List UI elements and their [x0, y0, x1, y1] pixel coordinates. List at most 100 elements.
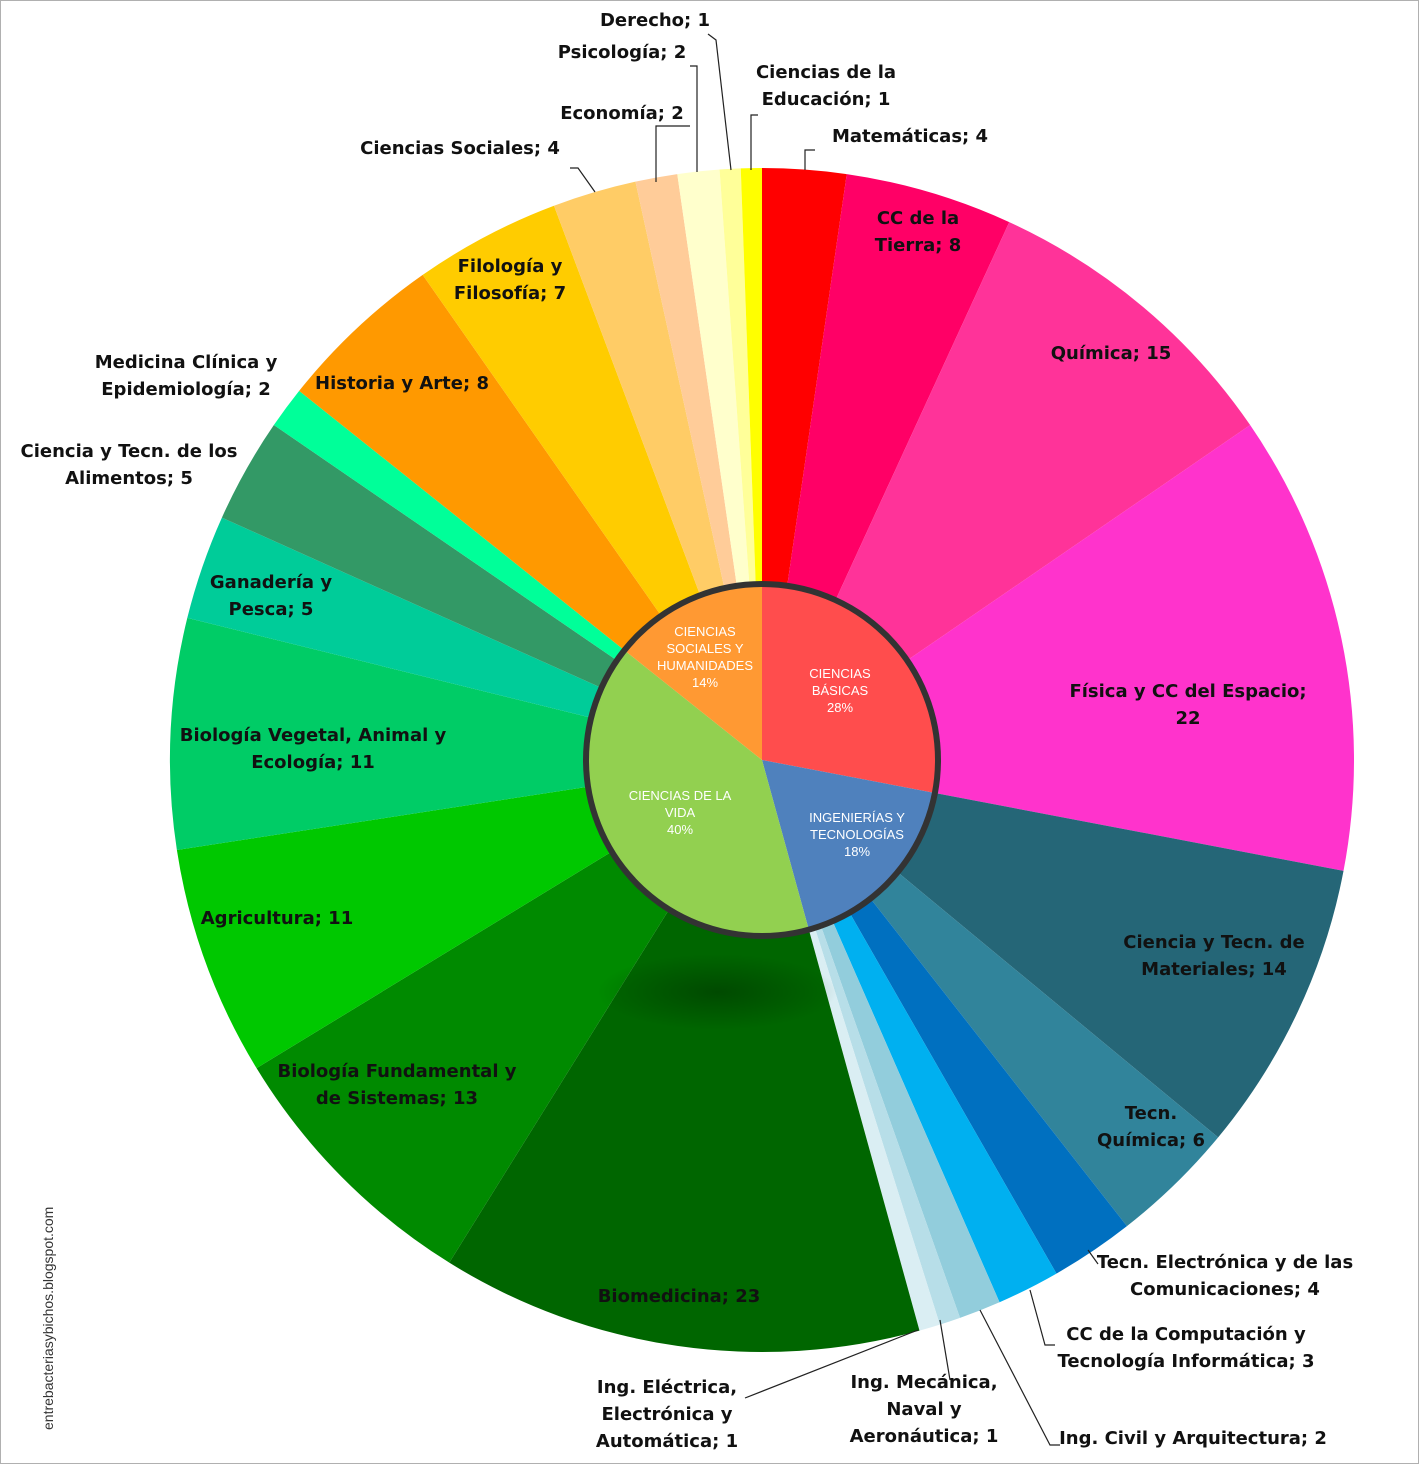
watermark-text: entrebacteriasybichos.blogspot.com	[40, 1206, 56, 1430]
leader-ciencias-sociales	[570, 167, 596, 193]
group-label-line: INGENIERÍAS Y	[809, 810, 905, 825]
label-biomedicina: Biomedicina; 23	[598, 1286, 761, 1307]
slice-ciencias-sociales	[553, 181, 725, 596]
label-derecho: Derecho; 1	[600, 10, 710, 31]
label-agricultura: Agricultura; 11	[201, 908, 353, 929]
label-line: Filología y	[458, 256, 563, 277]
label-line: Matemáticas; 4	[832, 126, 988, 147]
slice-quimica	[835, 222, 1251, 661]
group-label-ingenierias-y-tecnologias: INGENIERÍAS Y TECNOLOGÍAS 18%	[809, 810, 905, 859]
slice-matematicas	[762, 168, 847, 586]
label-line: Biología Fundamental y	[277, 1061, 516, 1082]
label-line: Tecn.	[1125, 1103, 1177, 1124]
slice-biologia-vegetal-animal-y-ecologia	[170, 617, 592, 850]
slice-cc-de-la-tierra	[787, 174, 1010, 601]
label-line: Electrónica y	[602, 1404, 733, 1425]
leader-ing-electrica-electronica-y-automatica	[744, 1329, 919, 1399]
label-line: Educación; 1	[762, 89, 891, 110]
slice-economia	[635, 174, 737, 589]
label-line: de Sistemas; 13	[316, 1088, 478, 1109]
label-line: Naval y	[886, 1399, 962, 1420]
group-label-line: 18%	[844, 844, 870, 859]
label-line: Ciencias de la	[756, 62, 896, 83]
leader-psicologia	[690, 65, 698, 172]
slice-medicina-clinica-y-epidemiologia	[273, 390, 625, 661]
label-ing-civil-y-arquitectura: Ing. Civil y Arquitectura; 2	[1059, 1428, 1327, 1449]
leader-matematicas	[804, 149, 815, 170]
inner-ring	[585, 584, 939, 937]
group-label-line: BÁSICAS	[812, 683, 869, 698]
slice-fisica-y-cc-del-espacio	[907, 425, 1354, 871]
group-label-line: VIDA	[665, 805, 696, 820]
label-line: Química; 6	[1097, 1130, 1205, 1151]
label-ciencias-de-la-educacion: Ciencias de la Educación; 1	[756, 62, 896, 110]
label-filologia-y-filosofia: Filología y Filosofía; 7	[454, 256, 566, 304]
label-ciencias-sociales: Ciencias Sociales; 4	[360, 138, 560, 159]
label-line: Ing. Mecánica,	[850, 1372, 997, 1393]
group-label-line: SOCIALES Y	[666, 641, 743, 656]
label-line: Filosofía; 7	[454, 283, 566, 304]
group-slice-ingenierias-y-tecnologias	[762, 760, 935, 930]
group-label-line: 40%	[667, 822, 693, 837]
label-tecn-quimica: Tecn. Química; 6	[1097, 1103, 1205, 1151]
slice-ciencias-de-la-educacion	[740, 168, 762, 585]
label-line: Química; 15	[1051, 343, 1172, 364]
label-quimica: Química; 15	[1051, 343, 1172, 364]
slice-cc-de-la-computacion-y-tecnologia-informatica	[832, 912, 1057, 1303]
label-line: Tecn. Electrónica y de las	[1097, 1252, 1353, 1273]
label-line: Aeronáutica; 1	[850, 1426, 999, 1447]
group-slice-ciencias-de-la-vida	[585, 650, 809, 937]
group-label-line: CIENCIAS	[809, 666, 871, 681]
group-slice-ciencias-basicas	[762, 584, 939, 793]
label-matematicas: Matemáticas; 4	[832, 126, 988, 147]
group-slice-ciencias-sociales-y-humanidades	[624, 584, 762, 760]
leader-lines	[570, 33, 1099, 1446]
group-label-line: 14%	[692, 675, 718, 690]
label-line: Medicina Clínica y	[95, 352, 278, 373]
label-line: Tecnología Informática; 3	[1057, 1351, 1314, 1372]
label-fisica-y-cc-del-espacio: Física y CC del Espacio;22	[1069, 681, 1306, 729]
label-line: CC de la	[877, 208, 959, 229]
label-line: Economía; 2	[560, 103, 684, 124]
slice-agricultura	[176, 786, 612, 1069]
label-line: Psicología; 2	[558, 42, 687, 63]
slice-tecn-quimica	[870, 872, 1219, 1227]
label-line: Pesca; 5	[229, 599, 314, 620]
slice-historia-y-arte	[299, 274, 662, 651]
slice-derecho	[719, 168, 756, 585]
leader-tecn-electronica-y-de-las-comunicaciones	[1087, 1249, 1099, 1265]
slice-psicologia	[677, 169, 750, 586]
label-line: Alimentos; 5	[65, 468, 193, 489]
label-line: Ciencia y Tecn. de	[1123, 932, 1304, 953]
leader-derecho	[707, 33, 732, 171]
label-historia-y-arte: Historia y Arte; 8	[315, 373, 489, 394]
label-line: Biomedicina; 23	[598, 1286, 761, 1307]
label-ing-mecanica-naval-y-aeronautica: Ing. Mecánica, Naval y Aeronáutica; 1	[850, 1372, 999, 1447]
group-label-line: HUMANIDADES	[657, 658, 753, 673]
label-biologia-fundamental-y-de-sistemas: Biología Fundamental y de Sistemas; 13	[277, 1061, 516, 1109]
slice-biomedicina	[449, 909, 920, 1352]
group-label-line: TECNOLOGÍAS	[810, 827, 904, 842]
shadow-ellipse	[597, 954, 837, 1030]
label-line: Comunicaciones; 4	[1130, 1279, 1320, 1300]
slice-filologia-y-filosofia	[422, 205, 701, 616]
leader-cc-de-la-computacion-y-tecnologia-informatica	[1029, 1289, 1055, 1346]
slice-ing-civil-y-arquitectura	[820, 921, 1000, 1318]
label-ganaderia-y-pesca: Ganadería y Pesca; 5	[210, 572, 332, 620]
leader-ciencias-de-la-educacion	[750, 114, 758, 170]
label-line: Ganadería y	[210, 572, 332, 593]
slice-biologia-fundamental-y-de-sistemas	[256, 851, 670, 1263]
watermark: entrebacteriasybichos.blogspot.com	[40, 1160, 60, 1440]
